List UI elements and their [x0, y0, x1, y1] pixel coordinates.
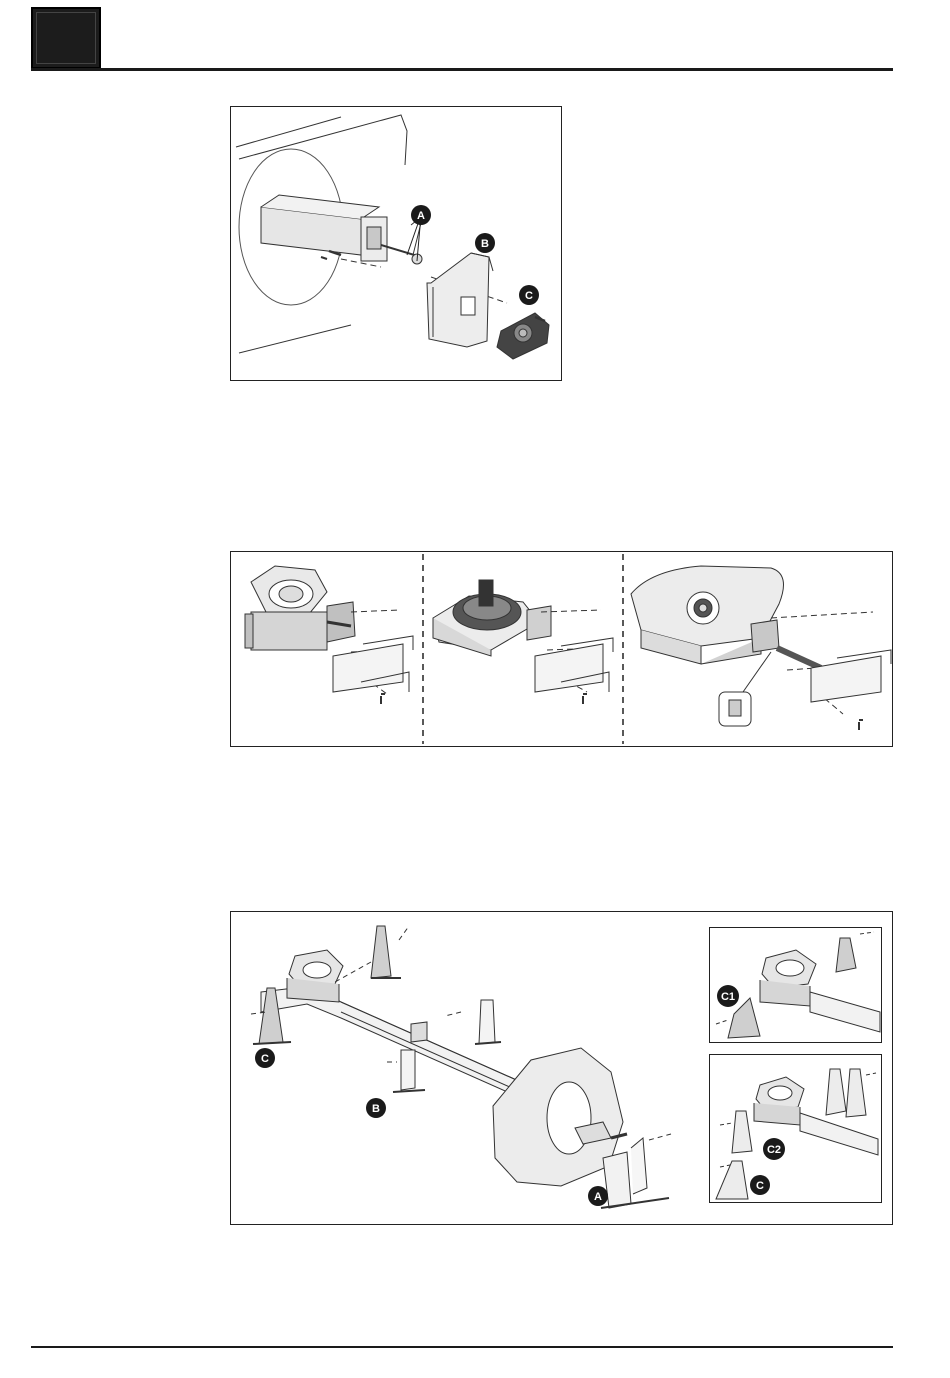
gearbox-variant-2: [433, 580, 613, 704]
main-callout-c-marker: C: [255, 1048, 275, 1068]
figure-2-drawing: [231, 552, 892, 746]
inset-top-c1: C1: [709, 927, 882, 1043]
gearbox-variant-3: [631, 566, 891, 730]
figure-gearbox-variants: [230, 551, 893, 747]
main-callout-a: A: [594, 1191, 602, 1203]
header-rule: [31, 68, 893, 71]
callout-c-marker: C: [519, 285, 539, 305]
main-callout-c: C: [261, 1053, 269, 1065]
figure-3-main-drawing: A B C: [231, 912, 711, 1224]
inset-bottom-c2: C2 C: [709, 1054, 882, 1203]
main-callout-b: B: [372, 1103, 380, 1115]
inset-callout-c2: C2: [767, 1144, 781, 1156]
callout-c: C: [525, 290, 533, 302]
gearbox-variant-1: [245, 566, 413, 704]
main-callout-b-marker: B: [366, 1098, 386, 1118]
figure-bearing-bracket-assembly: A B C: [230, 106, 562, 381]
callout-a-marker: A: [407, 205, 431, 261]
main-callout-a-marker: A: [588, 1186, 608, 1206]
callout-b: B: [481, 238, 489, 250]
inset-callout-c2-marker: C2: [763, 1138, 785, 1160]
callout-b-marker: B: [475, 233, 495, 253]
inset-bottom-drawing: C2 C: [710, 1055, 881, 1202]
inset-callout-c1-marker: C1: [717, 985, 739, 1007]
inset-callout-c-marker: C: [750, 1175, 770, 1195]
inset-callout-c1: C1: [721, 991, 735, 1003]
inset-top-drawing: C1: [710, 928, 881, 1042]
footer-rule: [31, 1346, 893, 1348]
chapter-tab: [31, 7, 101, 69]
callout-a: A: [417, 210, 425, 222]
inset-callout-c: C: [756, 1180, 764, 1192]
figure-1-drawing: A B C: [231, 107, 561, 380]
